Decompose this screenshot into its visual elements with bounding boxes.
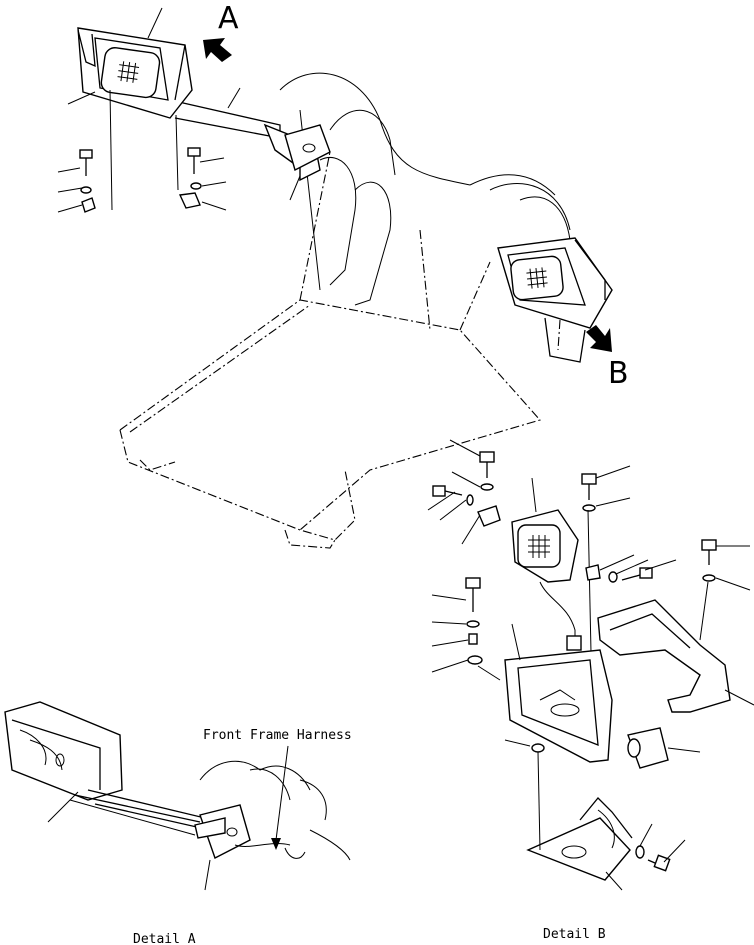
mounting-plate bbox=[284, 124, 331, 172]
view-label-a: A bbox=[218, 1, 239, 36]
front-frame-harness-label: Front Frame Harness bbox=[203, 728, 352, 743]
detail-a-drawing: Front Frame Harness Detail A bbox=[4, 701, 352, 945]
view-arrow-a: A bbox=[203, 1, 239, 62]
detail-b-caption: Detail B bbox=[543, 927, 606, 942]
work-lamp-b bbox=[497, 237, 613, 363]
leader-lines-upper bbox=[57, 7, 241, 213]
work-lamp-a bbox=[77, 27, 193, 119]
view-arrow-b: B bbox=[586, 325, 629, 391]
bolt-set-left bbox=[79, 89, 202, 213]
mounting-arm bbox=[169, 99, 331, 182]
detail-b-drawing: Detail B bbox=[427, 439, 754, 942]
view-label-b: B bbox=[608, 356, 629, 391]
detail-a-caption: Detail A bbox=[133, 932, 196, 945]
loader-frame bbox=[119, 72, 571, 549]
